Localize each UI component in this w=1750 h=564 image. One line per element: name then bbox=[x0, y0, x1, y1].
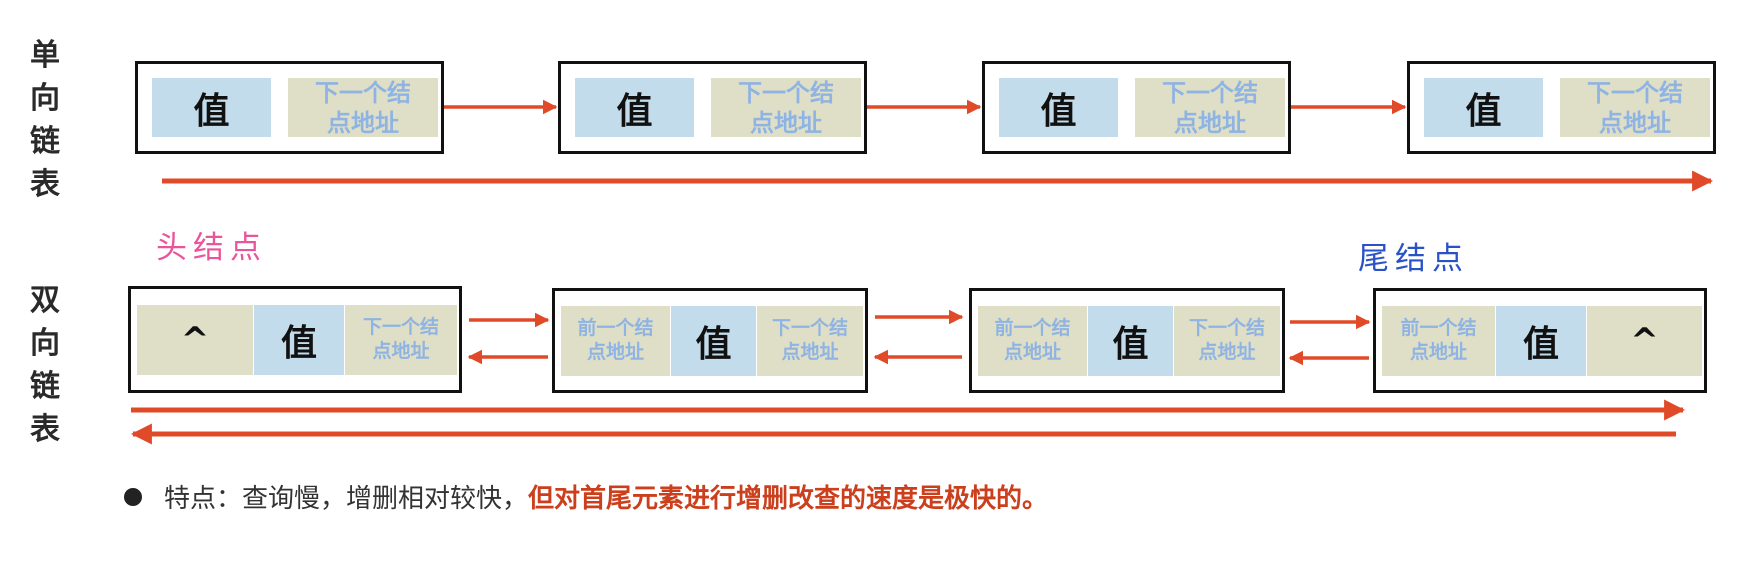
next-address-cell: 下一个结点地址 bbox=[1135, 78, 1285, 137]
next-address-cell: 下一个结点地址 bbox=[757, 306, 863, 376]
doubly-node-3: 前一个结点地址 值 下一个结点地址 bbox=[969, 288, 1285, 393]
head-node-label: 头结点 bbox=[156, 230, 267, 266]
next-address-cell: 下一个结点地址 bbox=[711, 78, 861, 137]
note-prefix: 特点：查询慢，增删相对较快， bbox=[164, 484, 529, 514]
value-cell: 值 bbox=[1496, 306, 1586, 376]
value-cell: 值 bbox=[671, 306, 756, 376]
next-address-cell: 下一个结点地址 bbox=[1174, 306, 1280, 376]
singly-node-2: 值 下一个结点地址 bbox=[558, 61, 867, 154]
null-next-cell: ^ bbox=[1587, 306, 1702, 376]
singly-node-3: 值 下一个结点地址 bbox=[982, 61, 1291, 154]
doubly-list-label: 双 向 链 表 bbox=[30, 283, 60, 447]
note-highlight: 但对首尾元素进行增删改查的速度是极快的。 bbox=[528, 484, 1049, 514]
prev-address-cell: 前一个结点地址 bbox=[978, 306, 1087, 376]
feature-note: 特点：查询慢，增删相对较快，但对首尾元素进行增删改查的速度是极快的。 bbox=[124, 478, 1048, 515]
next-address-cell: 下一个结点地址 bbox=[288, 78, 438, 137]
value-cell: 值 bbox=[999, 78, 1118, 137]
prev-address-cell: 前一个结点地址 bbox=[561, 306, 670, 376]
value-cell: 值 bbox=[1424, 78, 1543, 137]
prev-address-cell: 前一个结点地址 bbox=[1382, 306, 1495, 376]
bullet-icon bbox=[124, 487, 142, 506]
value-cell: 值 bbox=[1088, 306, 1173, 376]
doubly-node-1: ^ 值 下一个结点地址 bbox=[128, 286, 462, 393]
next-address-cell: 下一个结点地址 bbox=[345, 305, 457, 375]
null-prev-cell: ^ bbox=[137, 305, 253, 375]
tail-node-label: 尾结点 bbox=[1358, 241, 1469, 277]
doubly-node-4: 前一个结点地址 值 ^ bbox=[1373, 288, 1707, 393]
doubly-node-2: 前一个结点地址 值 下一个结点地址 bbox=[552, 288, 868, 393]
singly-list-label: 单 向 链 表 bbox=[30, 38, 60, 202]
value-cell: 值 bbox=[575, 78, 694, 137]
next-address-cell: 下一个结点地址 bbox=[1560, 78, 1710, 137]
singly-node-4: 值 下一个结点地址 bbox=[1407, 61, 1716, 154]
value-cell: 值 bbox=[254, 305, 344, 375]
value-cell: 值 bbox=[152, 78, 271, 137]
singly-node-1: 值 下一个结点地址 bbox=[135, 61, 444, 154]
